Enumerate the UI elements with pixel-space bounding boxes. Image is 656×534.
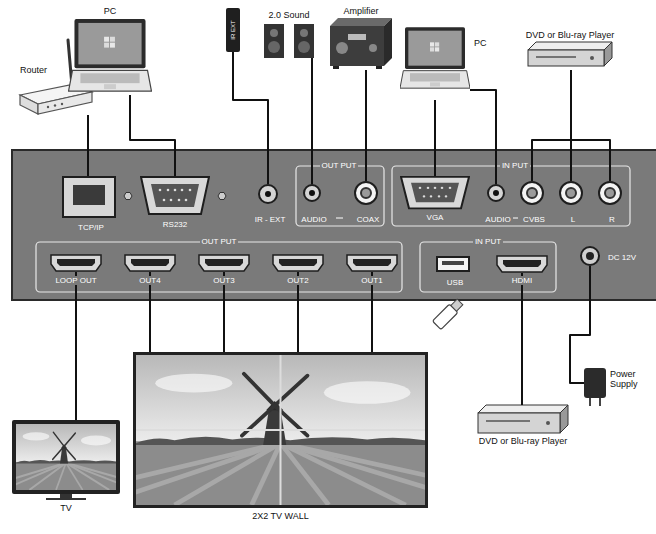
amplifier: Amplifier [330,18,392,70]
hdmi-port: HDMI [496,255,548,273]
cable [130,95,175,176]
port-label: AUDIO [299,215,328,224]
port-label: VGA [425,213,446,222]
ir-jack: IR - EXT [258,184,278,204]
port-label: COAX [355,215,382,224]
port-label: RS232 [161,220,189,229]
device-label: DVD or Blu-ray Player [526,30,615,40]
cable [434,100,436,176]
d-sub-shape [400,176,470,210]
hdmi-port: OUT2 [272,254,324,272]
power-adapter-icon [584,368,606,406]
device-label: Router [20,65,47,75]
port-label: R [607,215,617,224]
port-label: OUT1 [359,276,384,285]
group-label: IN PUT [473,237,503,246]
power-adapter: Power Supply [584,368,606,398]
laptop-icon [69,19,470,91]
hdmi-port: LOOP OUT [50,254,102,272]
port-label: OUT3 [211,276,236,285]
device-panel [12,150,656,300]
port-label: USB [445,278,465,287]
device-label: 2X2 TV WALL [252,511,309,521]
ir-extender: IR EXT [226,8,240,52]
audio-out-jack: AUDIO [303,184,321,202]
cable [521,273,523,405]
device-label: IR EXT [230,20,236,39]
cable [365,70,367,181]
coax-jack: COAX [354,181,378,205]
audio-l-jack: L [559,181,583,205]
group-label: OUT PUT [200,237,239,246]
device-label: 2.0 Sound [268,10,309,20]
hdmi-shape [346,254,398,272]
cable [570,266,590,383]
dvd-player: DVD or Blu-ray Player [528,42,612,70]
cable [571,70,610,181]
group-label: IN PUT [500,161,530,170]
device-label: TV [60,503,72,513]
device-label: PC [104,6,117,16]
cable [75,272,77,420]
vga-port: VGA [400,176,470,210]
cable [233,52,268,184]
port-label: DC 12V [606,253,638,262]
hdmi-shape [198,254,250,272]
speakers: 2.0 Sound [262,22,316,58]
audio-in-jack: AUDIO [487,184,505,202]
d-sub-shape [140,176,210,216]
rs232-port: RS232 [140,176,210,216]
cable [532,70,571,181]
tv: TV [12,420,120,500]
port-label: LOOP OUT [53,276,98,285]
hdmi-port: OUT3 [198,254,250,272]
device-label: DVD or Blu-ray Player [479,436,568,446]
usb-port: USB [436,256,470,272]
device-label: Amplifier [343,6,378,16]
cable [311,58,313,184]
port-label: TCP/IP [76,223,106,232]
hdmi-port: OUT1 [346,254,398,272]
ir-extender-icon [226,8,240,52]
video-wall-icon [20,352,559,508]
dc-jack: DC 12V [580,246,600,266]
laptop-pc: PC [68,18,152,95]
group-label: OUT PUT [320,161,359,170]
port-label: HDMI [510,276,534,285]
cvbs-jack: CVBS [520,181,544,205]
port-label: L [569,215,577,224]
device-label: PC [474,38,487,48]
port-label: OUT2 [285,276,310,285]
port-label: IR - EXT [253,215,288,224]
cable [470,90,496,184]
hdmi-shape [124,254,176,272]
dvd-player: DVD or Blu-ray Player [478,405,568,433]
hdmi-shape [50,254,102,272]
amplifier-icon [330,18,392,69]
port-label: OUT4 [137,276,162,285]
port-label: CVBS [521,215,547,224]
rj45-port: TCP/IP [62,176,116,218]
hdmi-shape [496,255,548,273]
hdmi-shape [272,254,324,272]
video-wall: 2X2 TV WALL [133,352,428,508]
usb-stick-icon [432,298,464,330]
hdmi-port: OUT4 [124,254,176,272]
audio-r-jack: R [598,181,622,205]
speaker-icon [264,24,314,58]
device-label: Power Supply [610,369,650,390]
port-label: AUDIO [483,215,512,224]
router: Router [18,78,92,115]
laptop-pc: PC [400,18,470,100]
cable [87,115,89,176]
